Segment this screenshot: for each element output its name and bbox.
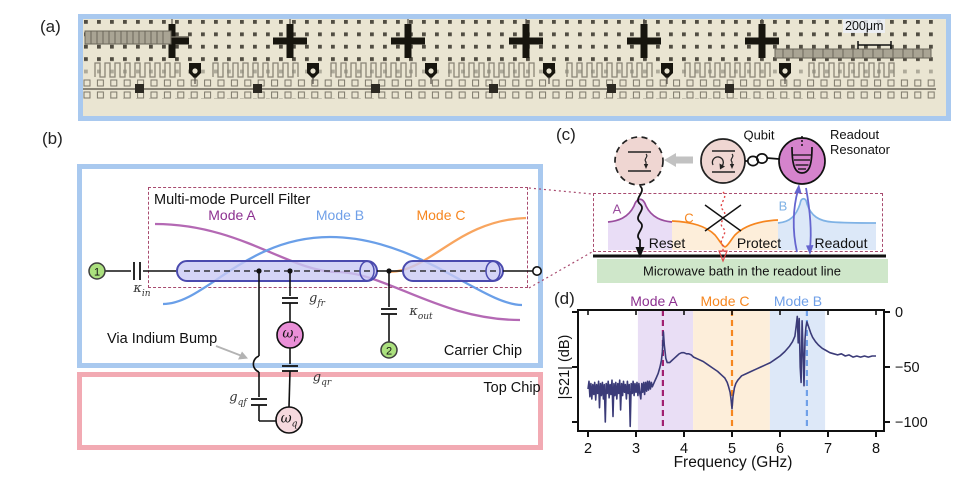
rabi-cycle-icon — [711, 156, 724, 167]
plot-mode-a-title: Mode A — [630, 293, 678, 309]
x-tick-label: 7 — [824, 441, 832, 457]
s21-plot: 2 3 4 5 6 7 8 0 −50 −100 — [572, 305, 928, 457]
top-chip-box — [77, 372, 543, 450]
kappa-out-label: κout — [409, 304, 433, 322]
y-tick-label: −50 — [895, 360, 920, 376]
plot-xlabel: Frequency (GHz) — [673, 454, 793, 471]
chip-micrograph-art — [83, 19, 936, 106]
chip-micrograph — [78, 14, 951, 121]
via-indium-bump-label: Via Indium Bump — [107, 331, 218, 347]
feedline-taps — [135, 84, 734, 93]
protect-label: Protect — [736, 235, 782, 251]
carrier-chip-label: Carrier Chip — [443, 343, 523, 359]
plot-ylabel: |S21| (dB) — [557, 334, 573, 400]
panel-d-label: (d) — [554, 289, 575, 308]
plot-mode-b-title: Mode B — [773, 293, 823, 309]
mode-c-label: Mode C — [416, 207, 466, 223]
readout-resonator-label-1: Readout — [830, 127, 880, 142]
response-a-label: A — [612, 201, 622, 217]
mode-a-label: Mode A — [208, 207, 256, 223]
panel-b-label: (b) — [42, 129, 63, 148]
g-qr-label: gqr — [312, 370, 332, 388]
coupling-link-icon — [745, 153, 780, 167]
readout-resonator-label-2: Resonator — [830, 142, 890, 157]
x-tick-label: 4 — [680, 441, 688, 457]
y-tick-label: −100 — [895, 415, 928, 431]
omega-r-label: ωr — [282, 325, 298, 345]
purcell-filter-title: Multi-mode Purcell Filter — [154, 192, 311, 208]
kappa-in-label: κin — [133, 281, 151, 299]
launcher-left — [84, 30, 189, 45]
top-chip-label: Top Chip — [483, 380, 541, 396]
g-fr-label: gfr — [309, 291, 325, 309]
readout-resonator-circle — [778, 136, 826, 185]
readout-label: Readout — [814, 235, 868, 251]
decay-wiggle-icon — [730, 153, 734, 165]
y-tick-label: 0 — [895, 305, 903, 321]
shaded-band — [637, 310, 694, 431]
microwave-bath-bar — [597, 259, 888, 283]
panel-a-label: (a) — [40, 17, 61, 36]
x-tick-label: 6 — [776, 441, 784, 457]
scale-bar — [857, 41, 892, 49]
levels-dots-icon — [801, 136, 803, 146]
s21-trace — [587, 315, 876, 428]
plot-mode-c-title: Mode C — [700, 293, 750, 309]
filter-response-box — [593, 193, 883, 252]
response-b-label: B — [778, 198, 788, 214]
launcher-right — [774, 48, 932, 59]
qubit-label: Qubit — [743, 127, 775, 143]
response-c-label: C — [684, 210, 694, 226]
x-tick-label: 3 — [632, 441, 640, 457]
panel-c-label: (c) — [556, 125, 576, 144]
decay-wiggle-icon — [644, 153, 648, 165]
g-qf-label: gqf — [229, 390, 247, 408]
reset-label: Reset — [648, 235, 686, 251]
qubit-arrow — [664, 153, 693, 167]
x-tick-label: 8 — [872, 441, 880, 457]
scale-bar-label: 200μm — [843, 19, 886, 33]
mode-b-label: Mode B — [315, 207, 365, 223]
qubit-circle — [700, 138, 746, 184]
omega-q-label: ωq — [280, 410, 298, 430]
bath-label: Microwave bath in the readout line — [642, 263, 842, 279]
x-tick-label: 5 — [728, 441, 736, 457]
dressed-qubit-circle — [614, 136, 664, 186]
x-tick-label: 2 — [584, 441, 592, 457]
